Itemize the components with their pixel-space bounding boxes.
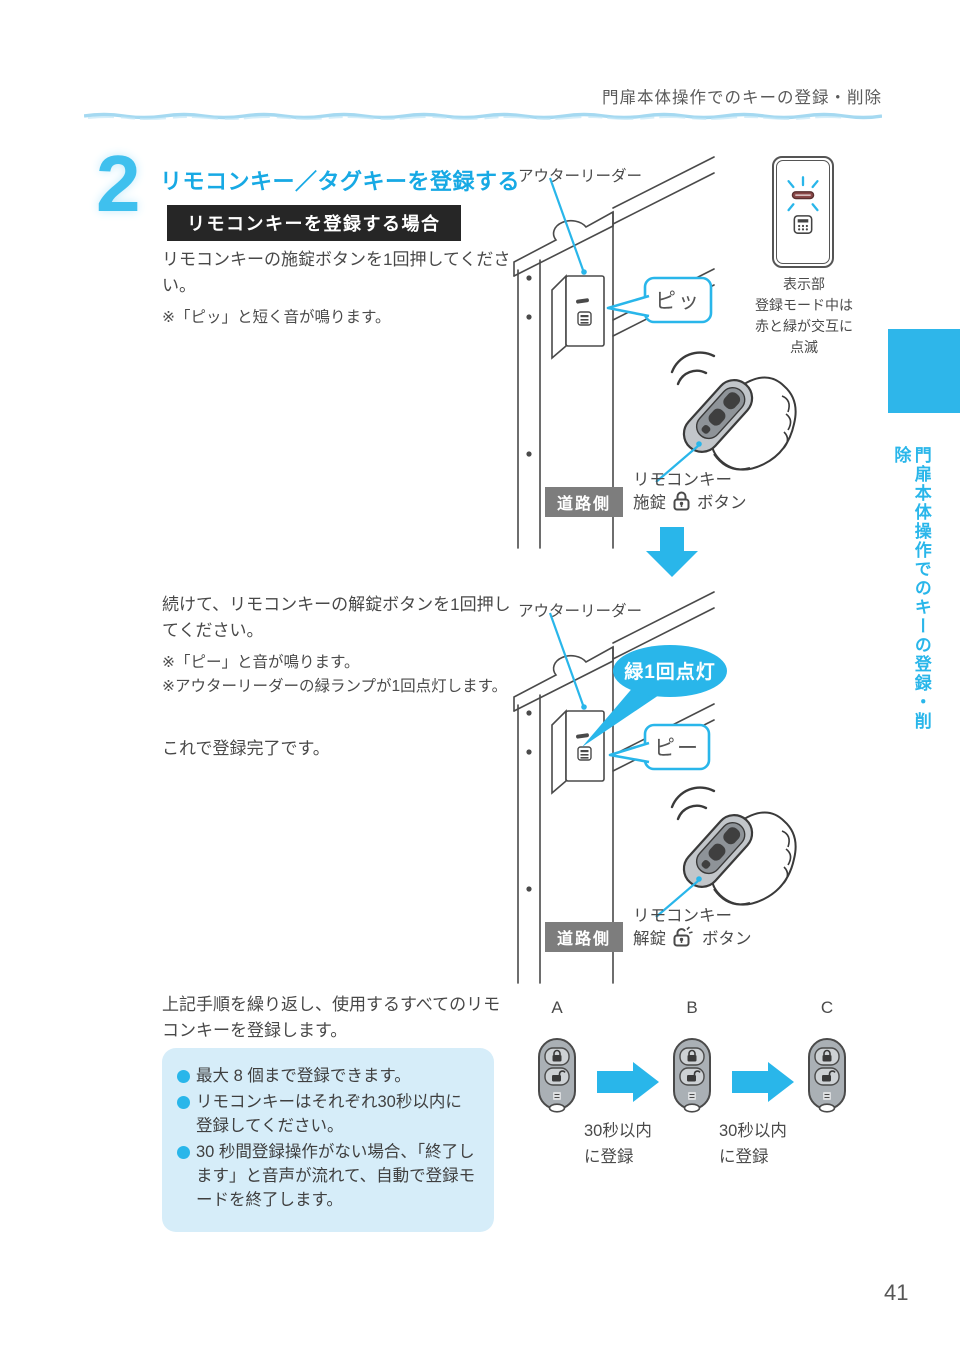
road-side-badge-1: 道路側 [545, 487, 624, 517]
section2-note2: ※アウターリーダーの緑ランプが1回点灯します。 [162, 678, 508, 695]
reader-leader-line [548, 612, 587, 710]
arrow-caption-2: 30秒以内 に登録 [719, 1122, 787, 1167]
remote-leader-line [655, 876, 702, 918]
chapter-vertical-label: 門扉本体操作でのキーの登録・削除 [891, 446, 931, 731]
remote-fob-a-icon [538, 1038, 576, 1113]
down-arrow-icon [646, 527, 698, 577]
outer-reader-label-2: アウターリーダー [518, 603, 643, 620]
beep-bubble: ピッ [606, 276, 713, 324]
thumb-line [713, 453, 751, 471]
remote-leader-line [655, 441, 702, 483]
remote-key-icon [682, 814, 754, 888]
section3-instruction: 上記手順を繰り返し、使用するすべてのリモコンキーを登録します。 [162, 995, 501, 1041]
gate-illustration-lock: ピッ [513, 156, 797, 549]
road-side-badge-2: 道路側 [545, 922, 624, 952]
thumb-line [713, 888, 751, 906]
section2-instruction: 続けて、リモコンキーの解錠ボタンを1回押してください。 [162, 595, 511, 641]
section2-complete: これで登録完了です。 [162, 739, 330, 758]
remote-key-icon [682, 379, 754, 453]
page-number: 41 [884, 1280, 909, 1305]
outer-reader-label-1: アウターリーダー [518, 168, 643, 185]
outer-reader-icon [551, 709, 605, 795]
info-item: 最大 8 個まで登録できます。 [177, 1065, 478, 1089]
wavy-divider [84, 112, 882, 120]
bullet-icon [177, 1145, 190, 1159]
signal-waves-icon [670, 351, 716, 386]
section1-instruction: リモコンキーの施錠ボタンを1回押してください。 [162, 250, 511, 296]
svg-text:ピー: ピー [654, 737, 700, 760]
lock-open-icon [673, 926, 693, 947]
svg-text:緑1回点灯: 緑1回点灯 [624, 660, 716, 683]
remote-fob-b-icon [673, 1038, 711, 1113]
keypad-icon [793, 215, 813, 234]
info-item: 30 秒間登録操作がない場合、「終了します」と音声が流れて、自動で登録モードを終… [177, 1141, 478, 1213]
outer-reader-icon [551, 274, 605, 360]
display-panel [772, 156, 834, 268]
bullet-icon [177, 1070, 190, 1083]
signal-waves-icon [670, 786, 716, 821]
section1-note: ※「ピッ」と短く音が鳴ります。 [162, 309, 391, 326]
lock-button-label: 施錠 ボタン [633, 489, 747, 513]
display-caption: 表示部 登録モード中は 赤と緑が交互に 点滅 [755, 276, 853, 355]
chapter-tab [888, 329, 960, 413]
remote-key-label-1: リモコンキー [633, 471, 732, 489]
step-title: リモコンキー／タグキーを登録する [160, 169, 521, 194]
lock-closed-icon [673, 491, 690, 511]
section2-note1: ※「ピー」と音が鳴ります。 [162, 654, 360, 671]
reader-leader-line [548, 177, 587, 275]
display-led-icon [787, 176, 819, 234]
info-item: リモコンキーはそれぞれ30秒以内に登録してください。 [177, 1091, 478, 1139]
bullet-icon [177, 1095, 190, 1109]
case-heading: リモコンキーを登録する場合 [167, 205, 461, 241]
green-lamp-bubble: 緑1回点灯 [582, 645, 727, 747]
svg-text:ピッ: ピッ [655, 290, 701, 313]
remote-a-label: A [551, 998, 563, 1017]
remote-c-label: C [820, 998, 834, 1017]
right-arrow-icon-2 [732, 1062, 794, 1102]
beep-bubble: ピー [608, 723, 711, 771]
gate-illustration-unlock: 緑1回点灯 ピー [513, 591, 797, 984]
unlock-button-label: 解錠 ボタン [633, 925, 752, 949]
page-header-title: 門扉本体操作でのキーの登録・削除 [602, 89, 882, 107]
info-box: 最大 8 個まで登録できます。 リモコンキーはそれぞれ30秒以内に登録してくださ… [162, 1048, 494, 1232]
remote-fob-c-icon [808, 1038, 846, 1113]
right-arrow-icon-1 [597, 1062, 659, 1102]
arrow-caption-1: 30秒以内 に登録 [584, 1122, 652, 1167]
remote-key-label-2: リモコンキー [633, 907, 732, 925]
step-number: 2 [96, 139, 141, 228]
remote-b-label: B [686, 998, 698, 1017]
